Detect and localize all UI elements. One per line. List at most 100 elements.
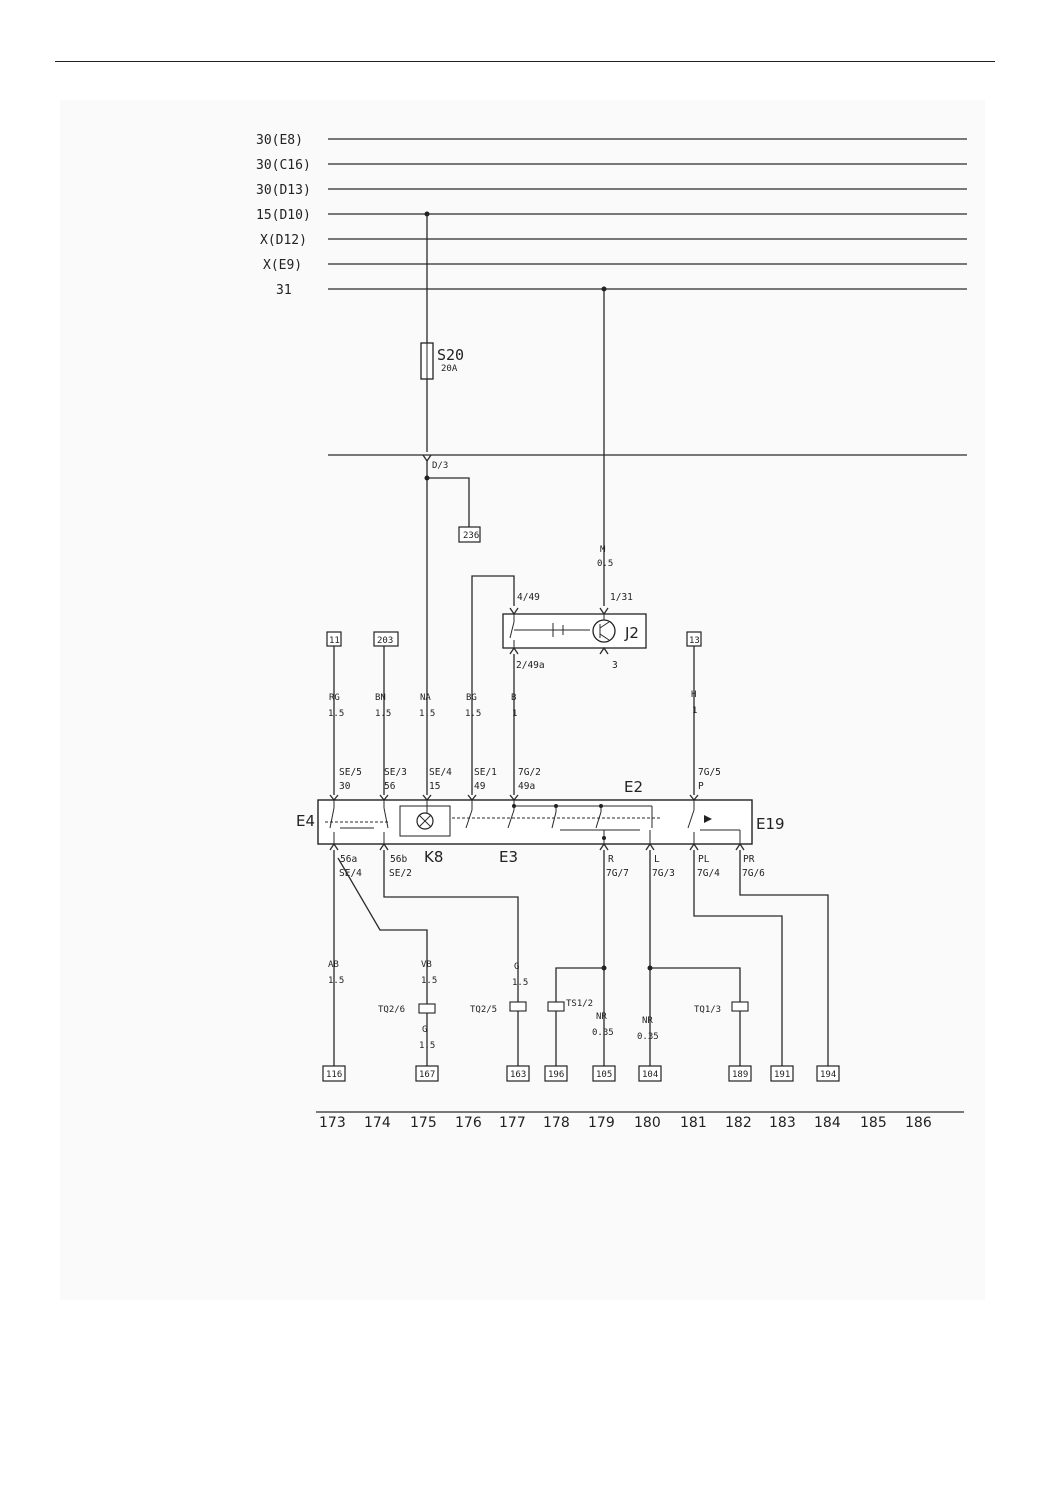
wire-to-236 — [427, 477, 470, 527]
ref-box — [322, 1065, 346, 1082]
j2-component: J2 4/49 1/31 2/49a 3 — [471, 575, 647, 795]
wire-g177 — [383, 850, 519, 1002]
switch-contact — [507, 809, 515, 829]
column-number: 177 — [499, 1115, 526, 1131]
wire-pr — [739, 850, 829, 1066]
transistor-collector — [599, 621, 610, 629]
column-number: 181 — [680, 1115, 707, 1131]
column-number: 178 — [543, 1115, 570, 1131]
wire-bg — [471, 575, 515, 795]
pin-symbol — [379, 842, 389, 851]
rail-label: X(D12) — [260, 233, 307, 248]
ref-box — [770, 1065, 794, 1082]
connector-d3-label: D/3 — [432, 461, 448, 471]
ref-box — [506, 1065, 530, 1082]
ground-branch: M 0.5 — [597, 286, 613, 606]
switch-housing — [317, 799, 753, 845]
wire-color: AB — [328, 960, 339, 970]
pin-label: 49 — [474, 781, 486, 792]
incoming-wires: 11 203 13 RG 1.5 BN 1.5 NA 1.5 BG 1.5 B … — [326, 631, 702, 795]
pin-label: SE/1 — [474, 767, 497, 778]
lamp-cross — [418, 814, 432, 828]
wire-color: VB — [421, 960, 432, 970]
switch-contact — [595, 811, 602, 829]
pin-symbol — [689, 794, 699, 802]
fuse-branch: S20 20A D/3 236 — [420, 211, 481, 795]
column-number: 185 — [860, 1115, 887, 1131]
pin-label: PR — [743, 854, 755, 865]
pin-label: SE/4 — [429, 767, 452, 778]
ref-box — [373, 631, 399, 647]
page-top-rule — [55, 61, 995, 62]
ref-box-label: 13 — [689, 636, 700, 646]
pin-label: 49a — [518, 781, 535, 792]
ref-box-label: 11 — [329, 636, 340, 646]
ref-box — [728, 1065, 752, 1082]
wire-size: 0.35 — [637, 1032, 659, 1042]
rail-label: X(E9) — [263, 258, 302, 273]
j2-pin-label: 1/31 — [610, 592, 633, 603]
ref-box-label: 104 — [642, 1070, 658, 1080]
pin-label: PL — [698, 854, 710, 865]
wire-size: 1.5 — [419, 1041, 435, 1051]
ref-box-label: 105 — [596, 1070, 612, 1080]
wire-color: NR — [642, 1016, 653, 1026]
ref-box-label: 191 — [774, 1070, 790, 1080]
fuse-name: S20 — [437, 346, 464, 364]
pin-label: 7G/2 — [518, 767, 541, 778]
junction-dot — [602, 836, 606, 840]
j2-pin-label: 4/49 — [517, 592, 540, 603]
column-number: 186 — [905, 1115, 932, 1131]
wire-color: NA — [420, 693, 431, 703]
column-number: 184 — [814, 1115, 841, 1131]
power-rails: 30(E8) 30(C16) 30(D13) 15(D10) X(D12) X(… — [256, 133, 967, 456]
pin-label: P — [698, 781, 704, 792]
wire-color: G — [514, 962, 519, 972]
switch-assembly: E4 E2 E19 K8 E3 — [296, 778, 785, 866]
wire-size: 1.5 — [328, 976, 344, 986]
ref-box-label: 236 — [463, 531, 479, 541]
pin-label: R — [608, 854, 614, 865]
pin-label: 56b — [390, 854, 407, 865]
ref-box — [816, 1065, 840, 1082]
pin-label: 56a — [340, 854, 357, 865]
ref-box — [458, 526, 481, 543]
connector-ts12-symbol — [547, 1001, 565, 1012]
component-k8-label: K8 — [424, 848, 443, 866]
component-e19-label: E19 — [756, 815, 785, 833]
component-e2-label: E2 — [624, 778, 643, 796]
wire-color: M — [600, 545, 606, 555]
column-number: 174 — [364, 1115, 391, 1131]
connector-tq13-symbol — [731, 1001, 749, 1012]
wire-to-tq13 — [650, 967, 741, 1002]
switch-contact — [687, 809, 695, 829]
connector-label: TQ1/3 — [694, 1005, 721, 1015]
pin-symbol — [422, 794, 432, 802]
pin-symbol — [689, 842, 699, 851]
ref-box-label: 194 — [820, 1070, 836, 1080]
ref-box-label: 203 — [377, 636, 393, 646]
relay-transistor-icon — [592, 619, 616, 643]
column-number: 182 — [725, 1115, 752, 1131]
ref-box-label: 196 — [548, 1070, 564, 1080]
pin-symbol — [329, 794, 339, 802]
rail-label: 30(C16) — [256, 158, 311, 173]
ref-box-label: 116 — [326, 1070, 342, 1080]
component-e4-label: E4 — [296, 812, 315, 830]
wire-color: G — [422, 1025, 427, 1035]
switch-contact — [551, 811, 557, 829]
transistor-emitter — [599, 633, 610, 641]
wire-color: BG — [466, 693, 477, 703]
rail-label: 31 — [276, 283, 292, 298]
column-number: 176 — [455, 1115, 482, 1131]
junction-dot — [512, 804, 516, 808]
bottom-ref-boxes: 116 167 163 196 105 104 189 191 194 — [322, 1065, 840, 1082]
wire-size: 0.35 — [592, 1028, 614, 1038]
wire-size: 1.5 — [375, 709, 391, 719]
connector-label: TQ2/6 — [378, 1005, 405, 1015]
pin-label: L — [654, 854, 660, 865]
rail-label: 30(D13) — [256, 183, 311, 198]
wire-pl — [693, 850, 783, 1066]
ref-box-label: 163 — [510, 1070, 526, 1080]
